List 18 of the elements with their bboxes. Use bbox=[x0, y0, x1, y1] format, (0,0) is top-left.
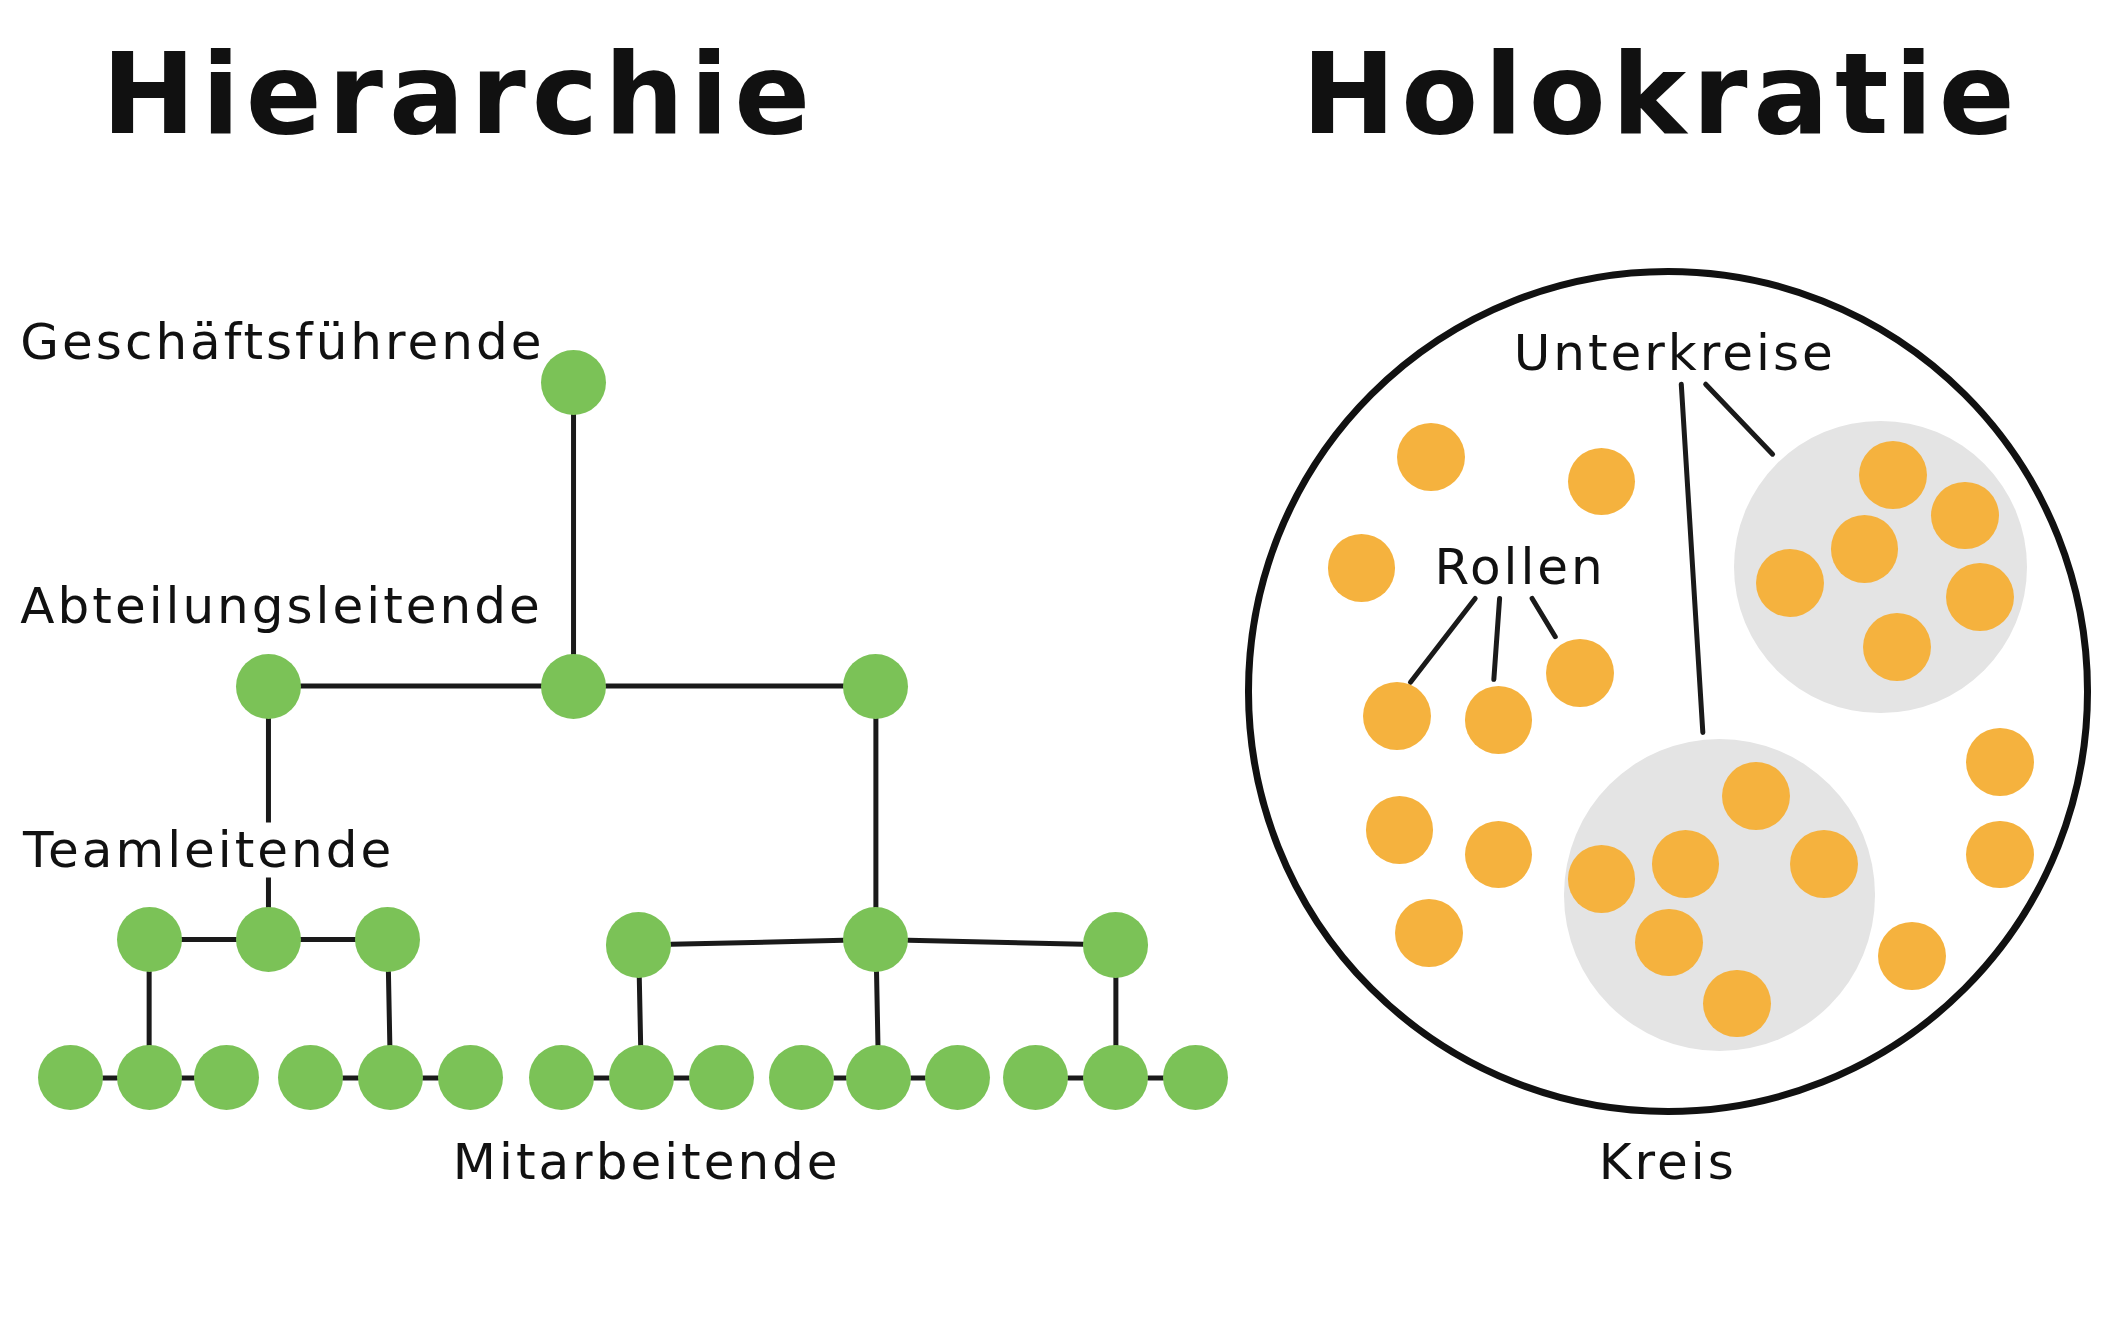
leader-line bbox=[1529, 595, 1558, 640]
leader-line bbox=[1678, 381, 1706, 735]
connector-line bbox=[636, 975, 644, 1048]
connector-line bbox=[340, 1075, 361, 1081]
connector-line bbox=[420, 1075, 441, 1081]
connector-line bbox=[385, 969, 393, 1048]
callout-label: Unterkreise bbox=[1513, 325, 1836, 381]
leader-line bbox=[1703, 381, 1776, 457]
callout-label: Rollen bbox=[1434, 539, 1606, 595]
leader-line bbox=[1491, 595, 1503, 682]
connector-line bbox=[100, 1075, 120, 1081]
connector-line bbox=[873, 716, 879, 910]
connector-line bbox=[146, 969, 152, 1048]
connector-line bbox=[908, 1075, 928, 1081]
connector-line bbox=[874, 969, 881, 1048]
leader-line bbox=[1408, 595, 1478, 685]
outer-circle bbox=[1244, 268, 2091, 1115]
connector-line bbox=[1113, 975, 1119, 1048]
